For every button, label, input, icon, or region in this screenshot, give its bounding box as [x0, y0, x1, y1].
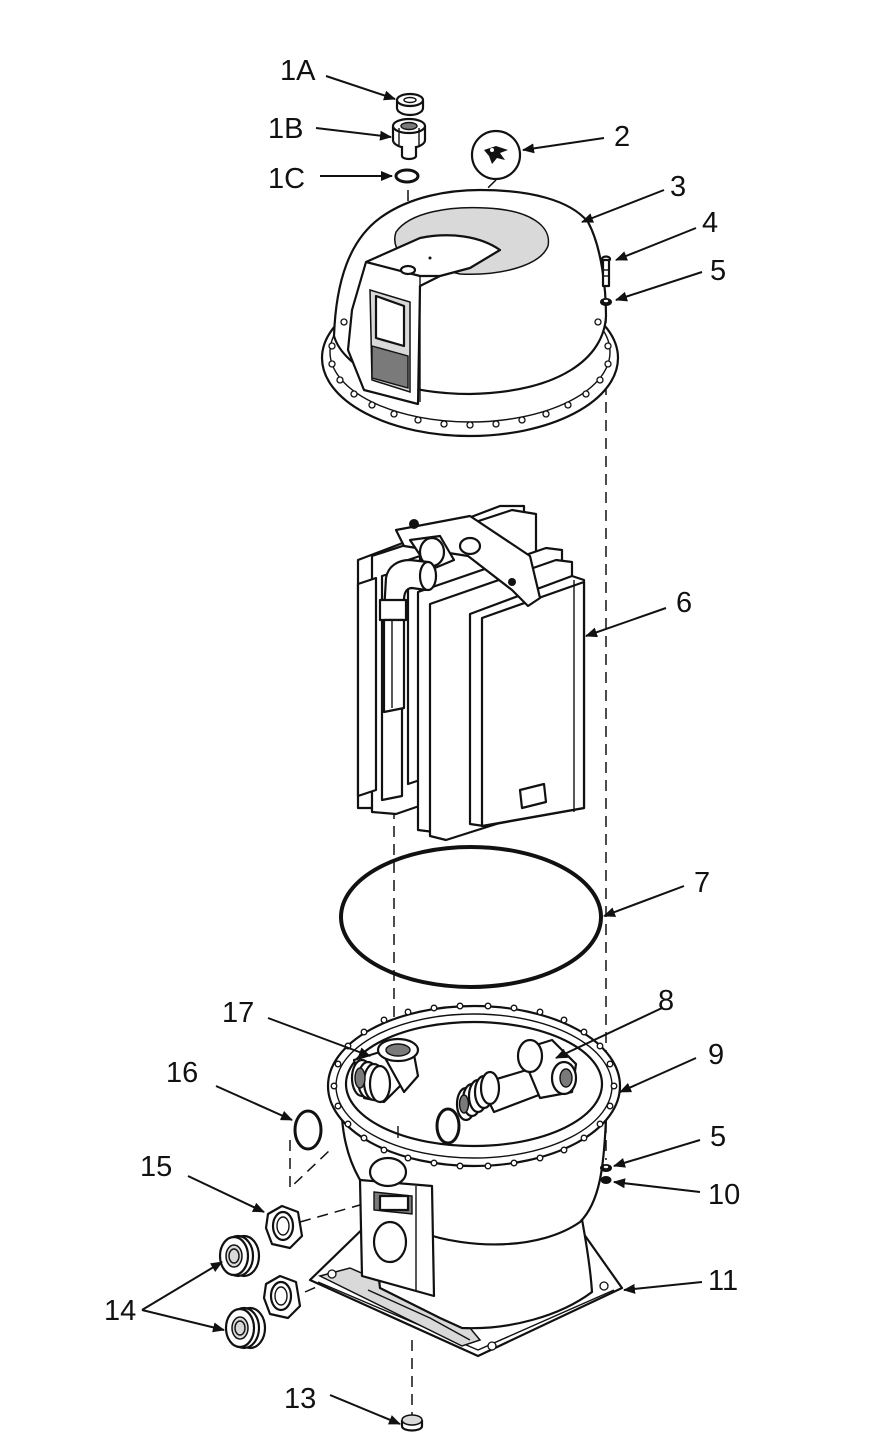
part-10-nut — [600, 1176, 612, 1184]
callout-10: 10 — [708, 1179, 740, 1211]
part-8-tee-pipe — [455, 1038, 578, 1122]
callout-1a: 1A — [280, 55, 316, 87]
callout-1b: 1B — [268, 113, 303, 145]
lid-bolt-holes — [328, 318, 612, 429]
callout-2: 2 — [614, 121, 630, 153]
part-14-fitting-lower — [224, 1306, 267, 1350]
callout-13: 13 — [284, 1383, 316, 1415]
callout-11: 11 — [708, 1265, 738, 1297]
callout-17: 17 — [222, 997, 254, 1029]
part-15-nut-upper — [264, 1204, 304, 1250]
callout-labels: 1A 1B 1C 2 3 4 5 6 7 8 9 5 10 11 13 14 1… — [104, 55, 740, 1415]
callout-14: 14 — [104, 1295, 136, 1327]
part-3-tank-lid — [320, 188, 620, 438]
part-16-o-ring — [293, 1109, 323, 1151]
part-17-elbow-pipe — [350, 1037, 420, 1104]
callout-7: 7 — [694, 867, 710, 899]
part-1a-cap — [395, 92, 425, 117]
part-4-bolt — [600, 255, 612, 288]
part-15-nut-lower — [262, 1274, 302, 1320]
part-6-filter-grid-assembly — [356, 504, 586, 842]
callout-5-bottom: 5 — [710, 1121, 726, 1153]
part-2-label — [470, 129, 522, 181]
elbow-thread-rings — [350, 1058, 392, 1104]
callout-16: 16 — [166, 1057, 198, 1089]
callout-9: 9 — [708, 1039, 724, 1071]
callout-15: 15 — [140, 1151, 172, 1183]
callout-1c: 1C — [268, 163, 305, 195]
callout-5-top: 5 — [710, 255, 726, 287]
part-1c-o-ring — [394, 168, 420, 184]
part-1b-valve — [391, 117, 427, 161]
callout-6: 6 — [676, 587, 692, 619]
part-5-washer-top — [600, 298, 612, 306]
part-14-fitting-upper — [218, 1234, 261, 1278]
callout-8: 8 — [658, 985, 674, 1017]
part-5-washer-bottom — [600, 1164, 612, 1172]
tank-bolt-holes — [330, 1002, 618, 1170]
tee-thread-rings — [455, 1070, 501, 1122]
part-13-drain-cap — [400, 1414, 424, 1432]
callout-3: 3 — [670, 171, 686, 203]
internal-o-ring — [435, 1107, 461, 1145]
part-7-tank-o-ring — [339, 845, 603, 989]
callout-4: 4 — [702, 207, 718, 239]
leader-arrows — [141, 75, 703, 1425]
